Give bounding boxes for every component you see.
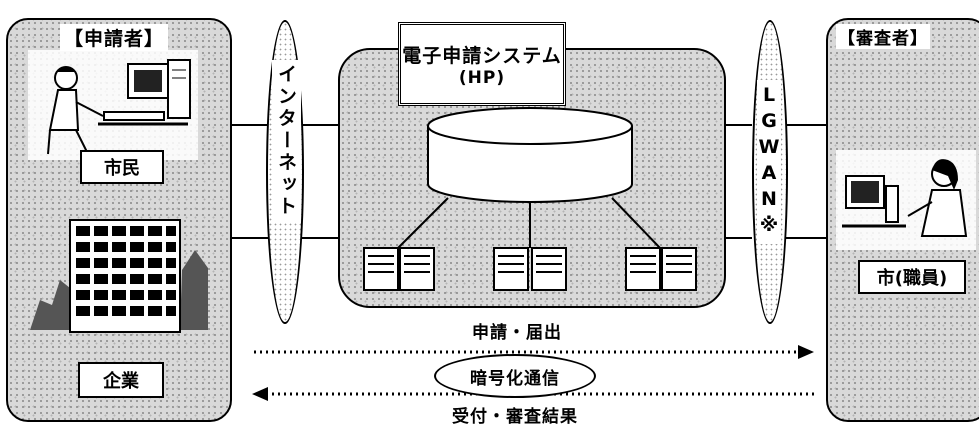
apply-label: 申請・届出 xyxy=(472,323,562,343)
server-center-icon xyxy=(493,247,567,291)
reviewer-panel: 【審査者】 市(職員) xyxy=(826,18,979,422)
server-left-icon xyxy=(363,247,435,291)
reviewer-header: 【審査者】 xyxy=(836,24,930,49)
system-infrastructure xyxy=(363,107,697,291)
system-title-hp: (HP) xyxy=(458,67,506,88)
company-building-icon xyxy=(30,219,208,333)
system-title-box: 電子申請システム (HP) xyxy=(398,22,566,106)
lgwan-label: LGWAN※ xyxy=(757,80,781,244)
encryption-oval: 暗号化通信 xyxy=(434,354,596,398)
staff-computer-icon xyxy=(836,150,976,250)
company-label: 企業 xyxy=(78,362,164,398)
applicant-header: 【申請者】 xyxy=(60,24,169,51)
result-arrow xyxy=(252,387,816,401)
applicant-panel: 【申請者】 市民 xyxy=(6,18,232,422)
server-right-icon xyxy=(625,247,697,291)
apply-arrow xyxy=(254,345,814,359)
citizen-label: 市民 xyxy=(80,150,164,184)
system-title: 電子申請システム xyxy=(402,40,562,68)
staff-label: 市(職員) xyxy=(858,260,966,294)
result-label: 受付・審査結果 xyxy=(452,407,578,427)
internet-label: インターネット xyxy=(272,60,301,222)
citizen-computer-icon xyxy=(28,50,198,160)
encryption-label: 暗号化通信 xyxy=(470,368,560,389)
database-icon xyxy=(427,107,633,203)
